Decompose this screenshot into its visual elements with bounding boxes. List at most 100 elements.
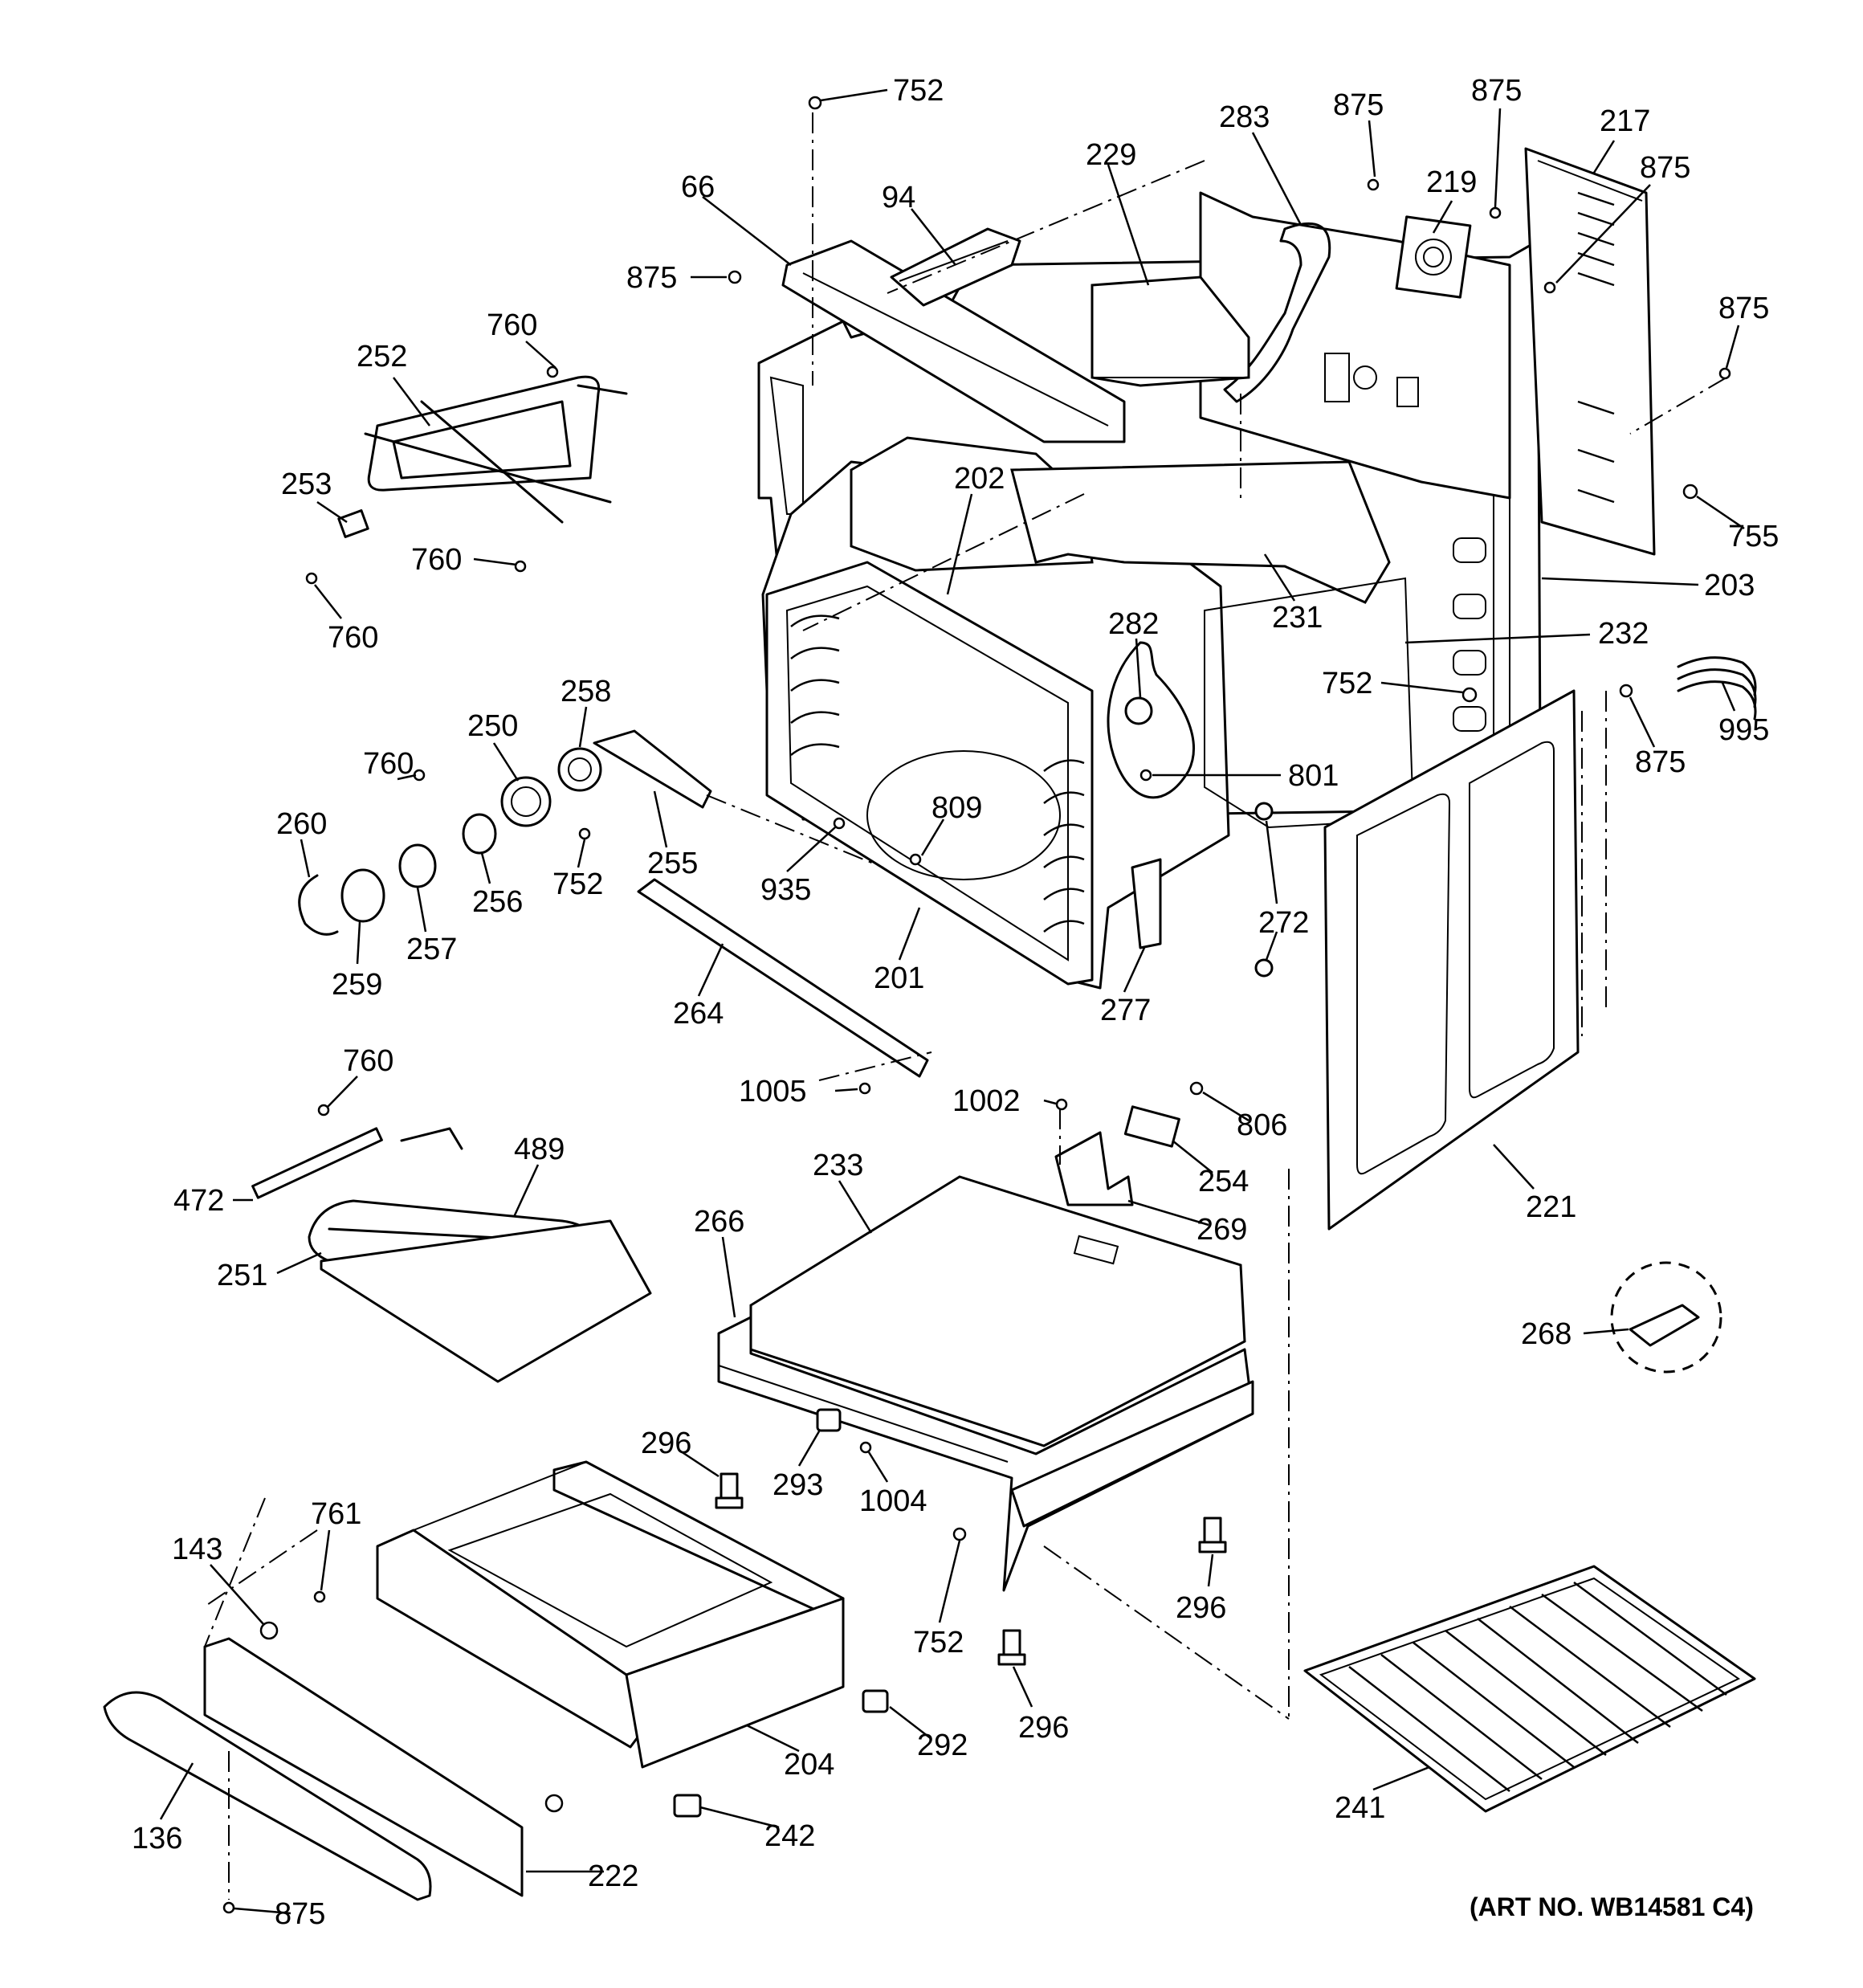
callout-label: 204	[784, 1748, 834, 1782]
fasteners	[222, 96, 1731, 1914]
duct-283	[1223, 222, 1331, 403]
bracket-253	[337, 509, 369, 538]
roller-292	[862, 1689, 889, 1713]
screw-935	[833, 817, 846, 830]
drip-tray-251	[320, 1219, 652, 1383]
callout-label: 875	[1640, 151, 1690, 185]
drawer-handle-136	[103, 1691, 432, 1901]
callout-label: 94	[882, 181, 915, 214]
connector-995	[1677, 656, 1757, 720]
base-frame-266	[717, 1316, 1254, 1592]
screw-760-c	[305, 572, 318, 585]
callout-label: 260	[276, 807, 327, 841]
callout-label: 66	[681, 170, 715, 204]
screw-752-mid	[1461, 687, 1478, 703]
callout-label: 231	[1272, 601, 1323, 635]
callout-label: 258	[561, 675, 611, 708]
light-lens-259	[340, 868, 385, 923]
callout-labels: 752 66 94 875 229 283 875 875 219 217 87…	[132, 74, 1779, 1931]
screw-760-b	[514, 560, 527, 573]
callout-label: 809	[932, 791, 982, 825]
screw-875-far	[1718, 367, 1731, 380]
callout-label: 760	[411, 543, 462, 577]
washer-143	[259, 1621, 279, 1640]
callout-label: 232	[1598, 617, 1649, 651]
callout-label: 143	[172, 1533, 222, 1566]
callout-label: 242	[764, 1819, 815, 1853]
callout-label: 760	[343, 1044, 393, 1078]
callout-label: 293	[773, 1468, 823, 1502]
callout-label: 277	[1100, 994, 1151, 1027]
callout-label: 296	[641, 1427, 691, 1460]
screw-1002	[1055, 1098, 1068, 1111]
oven-rack-241	[1303, 1565, 1756, 1813]
screw-875-right	[1489, 206, 1502, 219]
grommet-272-lower	[1254, 958, 1274, 978]
screw-875-left	[728, 270, 742, 284]
bracket-269	[1054, 1131, 1134, 1206]
screw-1004	[859, 1441, 872, 1454]
screw-809	[909, 853, 922, 866]
pan-472	[251, 1127, 383, 1199]
callout-label: 253	[281, 467, 332, 501]
callout-label: 255	[647, 847, 698, 880]
light-socket-256	[462, 813, 497, 855]
callout-label: 296	[1176, 1591, 1226, 1625]
callout-label: 269	[1196, 1213, 1247, 1247]
leveling-leg-296-b	[1198, 1517, 1227, 1553]
grommet-272-upper	[1254, 802, 1274, 821]
callout-label: 801	[1288, 759, 1339, 793]
callout-label: 259	[332, 968, 382, 1002]
callout-label: 875	[626, 261, 677, 295]
callout-label: 217	[1600, 104, 1650, 138]
leveling-leg-296-a	[715, 1472, 744, 1509]
callout-label: 760	[363, 747, 414, 781]
bracket-277	[1131, 858, 1162, 949]
callout-label: 875	[1718, 292, 1769, 325]
callout-label: 264	[673, 997, 724, 1031]
screw-875-bottom	[222, 1901, 235, 1914]
callout-label: 252	[357, 340, 407, 374]
callout-label: 472	[173, 1184, 224, 1218]
screw-806	[1189, 1081, 1204, 1096]
screw-875-mid	[1367, 178, 1380, 191]
callout-label: 268	[1521, 1317, 1572, 1351]
callout-label: 752	[913, 1626, 964, 1659]
callout-label: 752	[1322, 667, 1372, 700]
callout-label: 283	[1219, 100, 1270, 134]
callout-label: 251	[217, 1259, 267, 1292]
drawer-204	[376, 1460, 845, 1769]
callout-label: 203	[1704, 569, 1755, 602]
callout-label: 875	[1471, 74, 1522, 108]
side-panel-221	[1323, 689, 1580, 1231]
drawer-panel-222	[203, 1637, 524, 1897]
light-bulb-257	[398, 843, 437, 888]
callout-label: 292	[917, 1729, 968, 1762]
broil-element-252	[364, 375, 628, 524]
callout-label: 296	[1018, 1711, 1069, 1745]
callout-label: 1002	[952, 1084, 1021, 1118]
callout-label: 254	[1198, 1165, 1249, 1198]
terminal-block-254	[1123, 1105, 1180, 1148]
sensor-282	[1124, 696, 1153, 725]
callout-label: 222	[588, 1859, 638, 1893]
roller-242	[673, 1794, 702, 1818]
callout-label: 250	[467, 709, 518, 743]
top-bracket-66	[781, 239, 1126, 443]
callout-label: 136	[132, 1822, 182, 1855]
screw-752-base	[952, 1527, 967, 1541]
light-housing-250	[500, 776, 552, 827]
screw-760-a	[546, 365, 559, 378]
callout-label: 282	[1108, 607, 1159, 641]
callout-label: 229	[1086, 138, 1136, 172]
callout-label: 202	[954, 462, 1005, 496]
callout-label: 257	[406, 933, 457, 966]
callout-label: 875	[275, 1897, 325, 1931]
callout-label: 1004	[859, 1484, 927, 1518]
leveling-leg-296-c	[997, 1629, 1026, 1666]
light-assembly	[298, 747, 602, 936]
screw-752-top	[808, 96, 822, 110]
callout-label: 806	[1237, 1108, 1287, 1142]
screw-760-e	[317, 1104, 330, 1116]
callout-label: 272	[1258, 906, 1309, 940]
